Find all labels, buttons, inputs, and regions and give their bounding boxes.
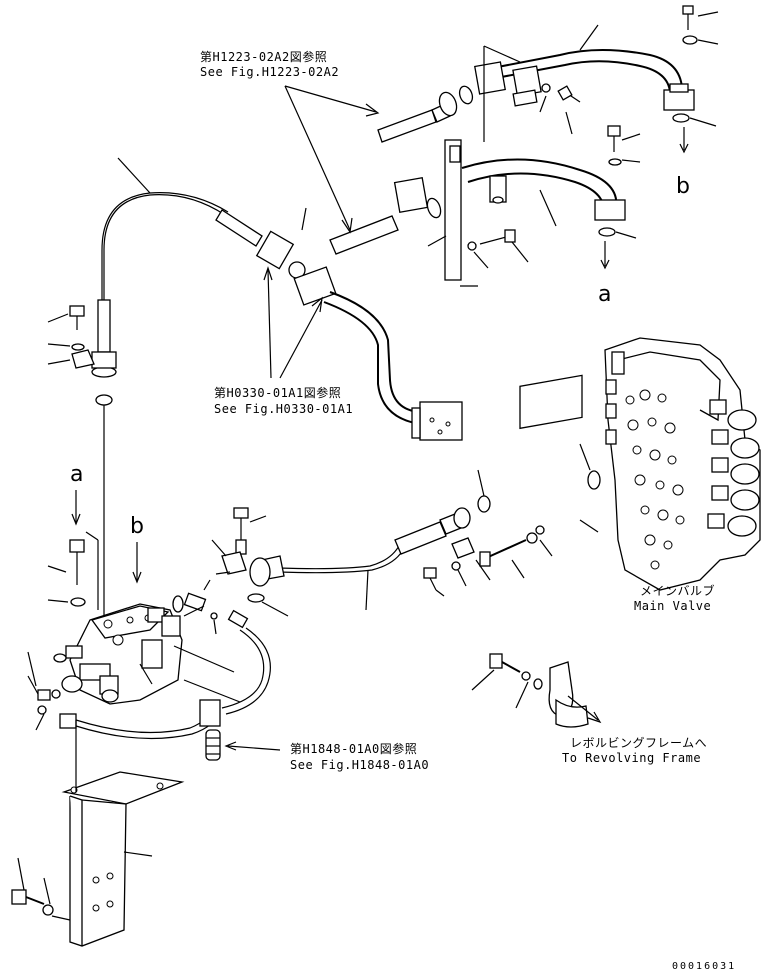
middle-hose-assembly xyxy=(211,374,599,617)
ref-b-left: b xyxy=(130,514,144,539)
callout-h1848-en: See Fig.H1848-01A0 xyxy=(290,758,430,772)
revolving-frame-label-en: To Revolving Frame xyxy=(562,751,702,765)
upper-pipe-assembly xyxy=(474,5,719,154)
main-valve-label-en: Main Valve xyxy=(634,599,712,613)
middle-pipe-assembly xyxy=(329,125,641,287)
callout-h1223-en: See Fig.H1223-02A2 xyxy=(200,65,340,79)
main-valve-label-jp: メインバルブ xyxy=(640,584,716,598)
clip-assembly xyxy=(471,653,602,728)
drawing-number: 00016031 xyxy=(672,961,737,972)
solenoid-valve-block xyxy=(27,490,249,731)
left-hose-fitting xyxy=(47,299,117,620)
ref-b-top: b xyxy=(676,174,690,199)
mounting-bracket xyxy=(11,720,185,947)
callout-h0330-en: See Fig.H0330-01A1 xyxy=(214,402,354,416)
ref-a-top: a xyxy=(598,282,612,307)
lower-hose-assembly xyxy=(75,627,281,761)
callout-h1223-jp: 第H1223-02A2図参照 xyxy=(200,50,328,64)
callout-h0330-jp: 第H0330-01A1図参照 xyxy=(214,386,342,400)
callout-leaders xyxy=(263,85,380,379)
callout-h1848-jp: 第H1848-01A0図参照 xyxy=(290,742,418,756)
ref-a-left: a xyxy=(70,462,84,487)
hose-fitting-upper xyxy=(377,85,474,143)
revolving-frame-label-jp: レボルビングフレームへ xyxy=(570,736,708,750)
main-valve-illustration xyxy=(579,337,761,591)
